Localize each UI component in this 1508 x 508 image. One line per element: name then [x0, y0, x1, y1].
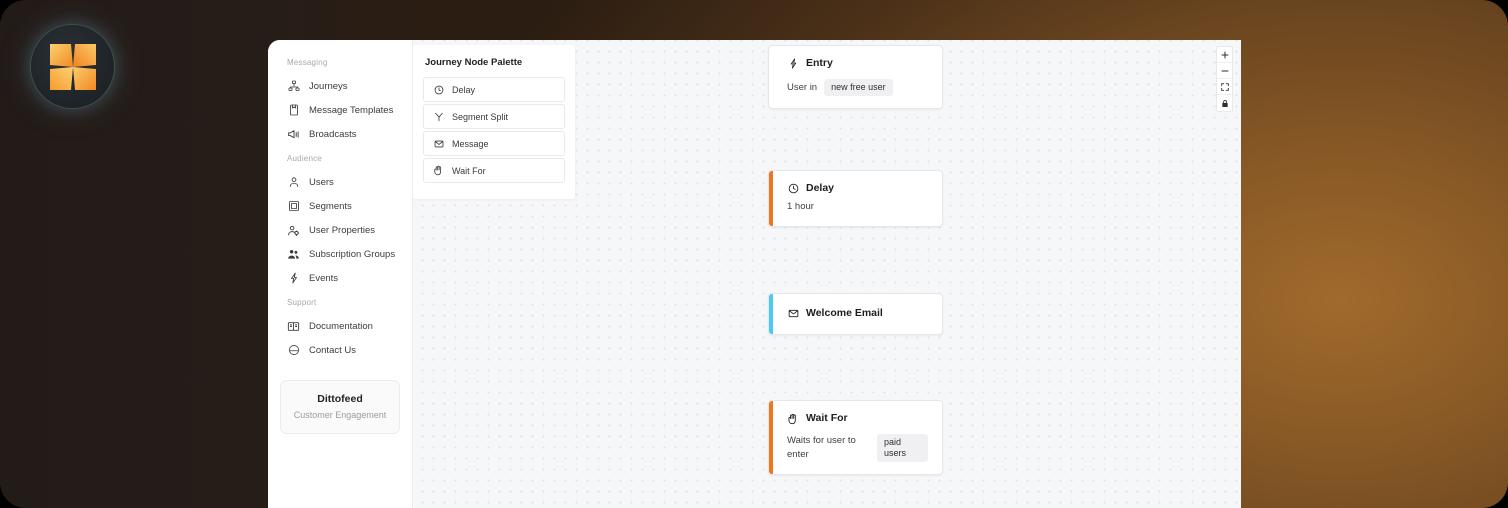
flow-node-wait-for[interactable]: Wait For Waits for user to enter paid us… — [768, 400, 943, 475]
sidebar-item-label: Journeys — [309, 80, 348, 92]
sidebar-item-label: User Properties — [309, 224, 375, 236]
sidebar-group-label-support: Support — [287, 298, 317, 307]
sidebar-item-broadcasts[interactable]: Broadcasts — [268, 122, 412, 146]
sidebar: Messaging Journeys Message Templates — [268, 40, 413, 508]
palette-title: Journey Node Palette — [425, 57, 523, 68]
sidebar-item-message-templates[interactable]: Message Templates — [268, 98, 412, 122]
people-icon — [287, 248, 300, 261]
zoom-in-button[interactable] — [1217, 47, 1232, 63]
book-icon — [287, 320, 300, 333]
sidebar-item-label: Broadcasts — [309, 128, 357, 140]
grid-box-icon — [287, 200, 300, 213]
node-accent-bar — [769, 46, 773, 108]
node-subtitle-text: User in — [787, 81, 818, 93]
sidebar-item-contact-us[interactable]: Contact Us — [268, 338, 412, 362]
palette-item-label: Delay — [452, 84, 476, 95]
sidebar-item-user-properties[interactable]: User Properties — [268, 218, 412, 242]
sidebar-item-label: Events — [309, 272, 339, 284]
flow-node-delay[interactable]: Delay 1 hour — [768, 170, 943, 227]
node-title-text: Entry — [806, 57, 833, 69]
node-title-text: Delay — [806, 182, 835, 194]
palette-item-label: Segment Split — [452, 111, 509, 122]
clock-icon — [787, 183, 799, 195]
envelope-icon — [433, 138, 444, 149]
node-subtitle-text: Waits for user to enter — [787, 435, 856, 460]
node-title-text: Welcome Email — [806, 307, 883, 319]
person-icon — [287, 176, 300, 189]
sidebar-item-documentation[interactable]: Documentation — [268, 314, 412, 338]
chat-icon — [287, 344, 300, 357]
journey-flow: Entry User in new free user De — [413, 40, 1241, 508]
node-title-text: Wait For — [806, 412, 848, 424]
sidebar-item-label: Users — [309, 176, 334, 188]
hand-icon — [787, 413, 799, 425]
zoom-out-button[interactable] — [1217, 63, 1232, 79]
flow-node-welcome-email[interactable]: Welcome Email — [768, 293, 943, 335]
sidebar-item-label: Segments — [309, 200, 352, 212]
app-window: Messaging Journeys Message Templates — [268, 40, 1241, 508]
split-branch-icon — [433, 111, 444, 122]
lock-icon — [1221, 99, 1229, 108]
palette-item-message[interactable]: Message — [423, 131, 565, 156]
sidebar-item-label: Documentation — [309, 320, 373, 332]
palette-item-wait-for[interactable]: Wait For — [423, 158, 565, 183]
app-logo-badge[interactable] — [31, 25, 114, 108]
four-point-star-logo-icon — [48, 42, 98, 92]
flow-edges — [413, 40, 713, 190]
node-accent-bar — [769, 294, 773, 334]
sidebar-item-label: Contact Us — [309, 344, 356, 356]
plus-icon — [1221, 51, 1229, 59]
journey-node-palette: Journey Node Palette Delay Segment Split… — [413, 45, 575, 199]
bolt-icon — [287, 272, 300, 285]
node-segment-chip[interactable]: paid users — [876, 434, 928, 462]
sidebar-item-events[interactable]: Events — [268, 266, 412, 290]
palette-item-label: Message — [452, 138, 489, 149]
sidebar-group-label-messaging: Messaging — [287, 58, 328, 67]
brand-name: Dittofeed — [317, 393, 363, 405]
sidebar-item-label: Subscription Groups — [309, 248, 396, 260]
sidebar-group-label-audience: Audience — [287, 154, 322, 163]
sitemap-icon — [287, 80, 300, 93]
palette-item-segment-split[interactable]: Segment Split — [423, 104, 565, 129]
node-subtitle-text: 1 hour — [787, 201, 814, 212]
clock-icon — [433, 84, 444, 95]
node-accent-bar — [769, 171, 773, 226]
hand-icon — [433, 165, 444, 176]
node-accent-bar — [769, 401, 773, 474]
fit-screen-icon — [1220, 82, 1229, 91]
megaphone-icon — [287, 128, 300, 141]
envelope-icon — [787, 308, 799, 320]
minus-icon — [1221, 67, 1229, 75]
flow-node-entry[interactable]: Entry User in new free user — [768, 45, 943, 109]
person-gear-icon — [287, 224, 300, 237]
sidebar-item-segments[interactable]: Segments — [268, 194, 412, 218]
brand-tagline: Customer Engagement — [293, 410, 387, 420]
palette-item-delay[interactable]: Delay — [423, 77, 565, 102]
node-segment-chip[interactable]: new free user — [824, 79, 893, 96]
bolt-icon — [787, 58, 799, 70]
sidebar-item-journeys[interactable]: Journeys — [268, 74, 412, 98]
brand-card: Dittofeed Customer Engagement — [280, 380, 400, 434]
sidebar-item-users[interactable]: Users — [268, 170, 412, 194]
palette-item-label: Wait For — [452, 165, 486, 176]
sidebar-item-label: Message Templates — [309, 104, 394, 116]
sidebar-item-subscription-groups[interactable]: Subscription Groups — [268, 242, 412, 266]
journey-canvas[interactable]: Journey Node Palette Delay Segment Split… — [413, 40, 1241, 508]
lock-button[interactable] — [1217, 95, 1232, 111]
fit-view-button[interactable] — [1217, 79, 1232, 95]
document-icon — [287, 104, 300, 117]
canvas-controls — [1216, 46, 1233, 112]
